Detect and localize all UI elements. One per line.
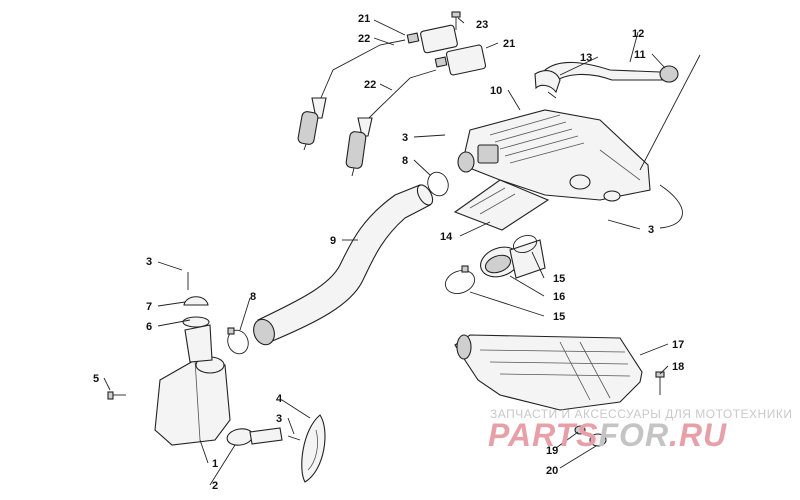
clamp-15-upper: [512, 234, 538, 254]
clamp-15-lower: [444, 265, 476, 294]
ignition-coil-lower: [434, 44, 487, 76]
callout-12: 12: [632, 28, 644, 40]
callout-1: 1: [212, 458, 218, 470]
callout-4: 4: [276, 393, 283, 405]
callout-18: 18: [672, 361, 684, 373]
callout-10: 10: [490, 85, 502, 97]
callout-5: 5: [93, 373, 99, 385]
callout-13: 13: [580, 52, 592, 64]
resonator-box-1: [154, 324, 231, 446]
watermark: ЗАПЧАСТИ И АКСЕССУАРЫ ДЛЯ МОТОТЕХНИКИ PA…: [488, 407, 792, 453]
bolt-3-lower: [287, 435, 301, 441]
callout-11: 11: [634, 49, 646, 61]
callout-15-lower: 15: [553, 311, 565, 323]
watermark-logo-parts: PARTS: [488, 417, 599, 453]
ignition-coil-upper: [406, 24, 458, 54]
bolt-23: [451, 11, 461, 30]
outlet-elbow-2: [226, 427, 283, 446]
breather-hose: [534, 61, 679, 99]
spark-plug-lead-left: [297, 39, 406, 151]
callout-22-upper: 22: [358, 33, 370, 45]
callout-20: 20: [546, 465, 558, 477]
callout-3-bottom: 3: [276, 413, 282, 425]
callout-labels: 21 23 22 21 12 13 11 22 10 3 8 9 14 3 15…: [93, 13, 684, 492]
bolt-5: [107, 391, 126, 400]
nut-20: [589, 433, 607, 447]
clamp-8-upper: [427, 171, 449, 197]
callout-19: 19: [546, 445, 558, 457]
intake-duct-hose: [253, 184, 434, 346]
airbox-cover: [457, 109, 651, 202]
watermark-logo-for: FOR: [599, 417, 670, 453]
watermark-tagline: ЗАПЧАСТИ И АКСЕССУАРЫ ДЛЯ МОТОТЕХНИКИ: [490, 407, 792, 421]
callout-17: 17: [672, 339, 684, 351]
callout-3-left: 3: [146, 256, 152, 268]
callout-9: 9: [330, 235, 336, 247]
clamp-8-lower: [227, 327, 249, 355]
callout-8-lower: 8: [250, 291, 256, 303]
watermark-logo: PARTSFOR.RU: [488, 417, 727, 453]
leader-lines: [103, 17, 701, 486]
bolt-18: [655, 371, 665, 395]
callout-14: 14: [440, 231, 453, 243]
callout-2: 2: [212, 480, 218, 492]
callout-7: 7: [146, 301, 152, 313]
callout-16: 16: [553, 291, 565, 303]
callout-21-upper: 21: [358, 13, 370, 25]
callout-3-right: 3: [648, 224, 654, 236]
callout-23: 23: [476, 19, 488, 31]
callout-22-lower: 22: [364, 79, 376, 91]
callout-8-upper: 8: [402, 155, 408, 167]
watermark-logo-ru: .RU: [669, 417, 727, 453]
gasket-6: [182, 316, 210, 328]
callout-21-lower: 21: [503, 38, 515, 50]
intake-boot-16: [480, 239, 546, 279]
airbox-base-17: [454, 334, 643, 411]
cover-7: [183, 296, 209, 306]
callout-6: 6: [146, 321, 152, 333]
callout-3-top: 3: [402, 132, 408, 144]
spark-plug-lead-right: [345, 69, 437, 177]
callout-15-upper: 15: [553, 273, 565, 285]
seal-ring-4: [301, 414, 326, 483]
